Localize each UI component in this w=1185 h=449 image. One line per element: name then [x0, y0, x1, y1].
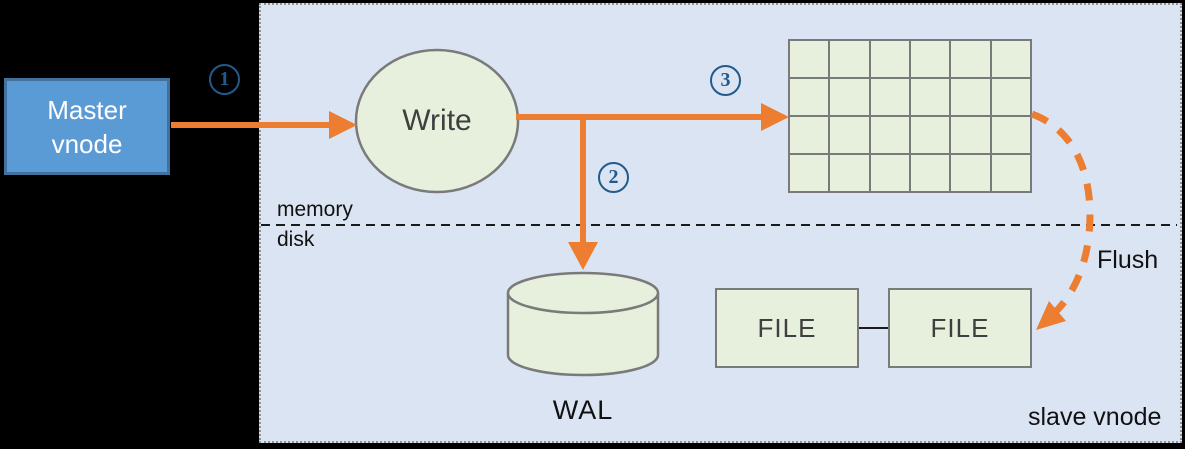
memory-table-cell — [869, 40, 910, 78]
wal-label: WAL — [552, 395, 614, 425]
memory-table-cell — [869, 154, 910, 192]
step-3-number: 3 — [720, 69, 731, 91]
memory-table-cell — [869, 116, 910, 154]
memory-table-cell — [789, 40, 830, 78]
disk-label: disk — [277, 228, 315, 251]
memory-table-cell — [909, 154, 951, 192]
memory-table-cell — [789, 154, 830, 192]
flush-label: Flush — [1097, 246, 1159, 274]
memory-table-cell — [829, 154, 870, 192]
memory-table-cell — [789, 78, 830, 116]
file-box-1: FILE — [715, 288, 859, 368]
memory-table-cell — [950, 116, 991, 154]
memory-table-cell — [950, 154, 991, 192]
master-vnode-box: Master vnode — [4, 78, 170, 175]
memory-table-cell — [869, 78, 910, 116]
step-1-number: 1 — [219, 68, 230, 90]
file-box-2: FILE — [888, 288, 1032, 368]
memory-table-cell — [990, 116, 1031, 154]
memory-table-grid — [788, 39, 1032, 193]
file-box-2-label: FILE — [930, 312, 990, 343]
file-box-1-label: FILE — [757, 312, 817, 343]
memory-table-cell — [909, 116, 951, 154]
write-node-label: Write — [402, 104, 472, 137]
step-3-badge: 3 — [710, 65, 741, 96]
step-2-number: 2 — [608, 166, 619, 188]
master-vnode-label: Master vnode — [47, 94, 127, 159]
slave-vnode-label: slave vnode — [1028, 403, 1162, 431]
memory-table-cell — [829, 40, 870, 78]
memory-table-cell — [950, 40, 991, 78]
step-2-badge: 2 — [598, 162, 629, 193]
memory-table-cell — [909, 40, 951, 78]
memory-table-cell — [990, 154, 1031, 192]
memory-table-cell — [950, 78, 991, 116]
memory-table-cell — [789, 116, 830, 154]
memory-table-cell — [990, 40, 1031, 78]
memory-table-cell — [990, 78, 1031, 116]
memory-table-cell — [829, 78, 870, 116]
step-1-badge: 1 — [209, 64, 240, 95]
memory-table-cell — [909, 78, 951, 116]
memory-label: memory — [277, 198, 353, 221]
memory-table-cell — [829, 116, 870, 154]
